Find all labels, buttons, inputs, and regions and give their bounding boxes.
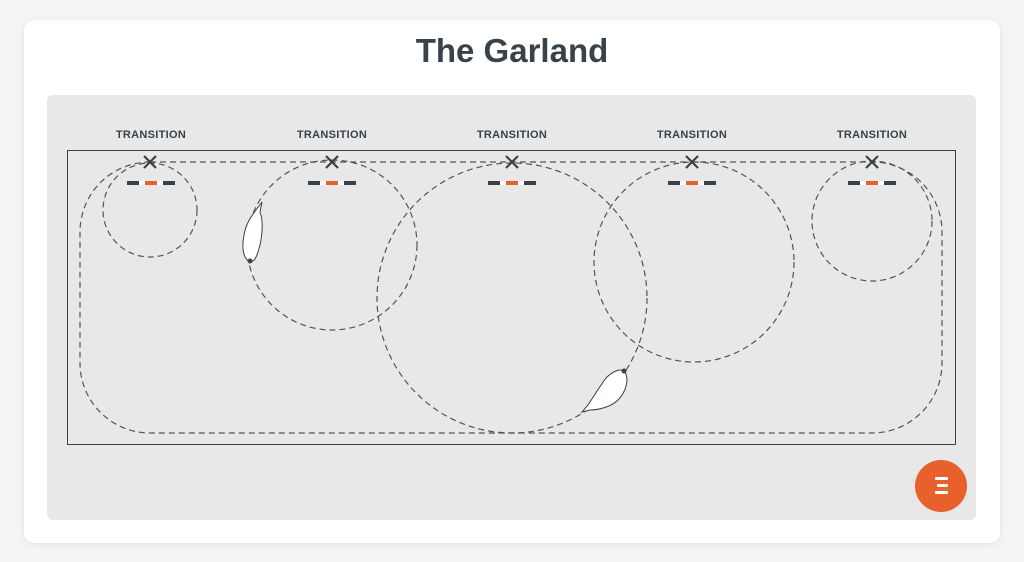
circle-path-2 [246,159,418,331]
horse-icon [580,368,628,413]
pole-icon [848,181,896,185]
circle-path-4 [593,161,795,363]
outer-track-path [79,161,943,434]
transition-label: TRANSITION [656,129,728,141]
x-marker-icon [143,155,157,169]
x-marker-icon [865,155,879,169]
transition-label: TRANSITION [115,129,187,141]
horse-icon [242,201,263,264]
transition-label: TRANSITION [296,129,368,141]
poles [127,181,896,185]
pole-icon [127,181,175,185]
arena-panel [47,95,976,520]
x-marker-icon [685,155,699,169]
transition-label: TRANSITION [476,129,548,141]
pole-icon [488,181,536,185]
x-marker-icon [505,155,519,169]
circle-path-1 [102,162,198,258]
transition-markers [143,155,879,169]
transition-label: TRANSITION [836,129,908,141]
pole-icon [308,181,356,185]
circle-path-5 [811,160,933,282]
x-marker-icon [325,155,339,169]
pole-icon [668,181,716,185]
page-title: The Garland [415,32,609,69]
menu-button[interactable] [915,460,967,512]
arena-border [67,150,956,445]
